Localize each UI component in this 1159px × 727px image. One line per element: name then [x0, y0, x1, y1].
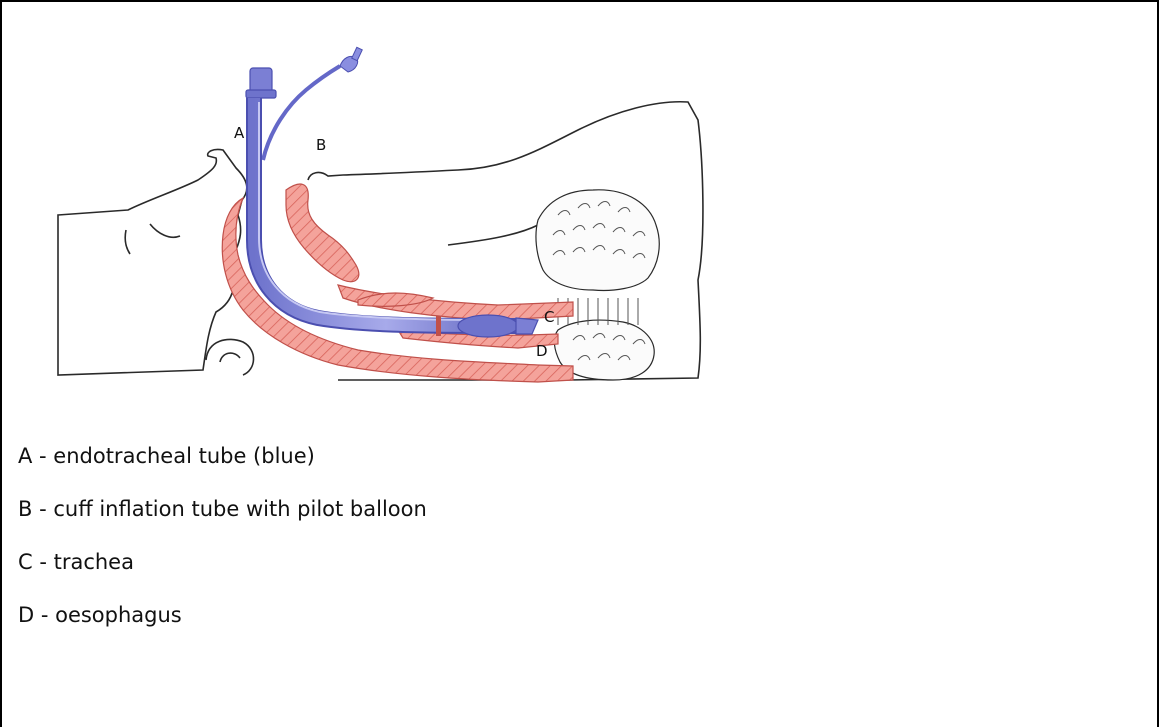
label-a: A: [234, 124, 245, 142]
legend-item-b: B - cuff inflation tube with pilot ballo…: [18, 493, 918, 525]
pilot-balloon-icon: [263, 47, 362, 160]
label-c: C: [544, 308, 554, 326]
legend-item-d: D - oesophagus: [18, 599, 918, 631]
lung-icon: [536, 190, 659, 380]
intubation-diagram: A B C D: [38, 40, 738, 390]
legend-item-c: C - trachea: [18, 546, 918, 578]
label-d: D: [536, 342, 548, 360]
label-b: B: [316, 136, 326, 154]
legend-item-a: A - endotracheal tube (blue): [18, 440, 918, 472]
legend: A - endotracheal tube (blue) B - cuff in…: [18, 440, 918, 652]
